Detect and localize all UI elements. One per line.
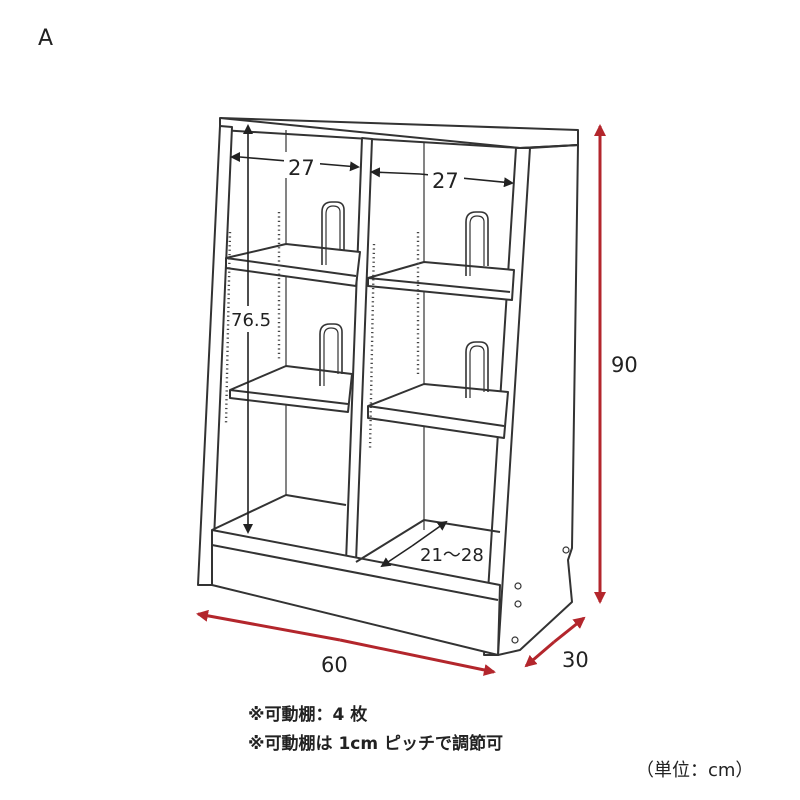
inner-depth-label: 21〜28 <box>420 545 484 566</box>
book-support-2 <box>465 211 489 276</box>
inner-dimensions <box>230 124 514 568</box>
height-label: 90 <box>611 353 638 377</box>
figure-label: A <box>38 26 53 51</box>
book-support-3 <box>319 323 343 386</box>
compartment-width-right-label: 27 <box>432 169 459 193</box>
inner-height-label: 76.5 <box>231 310 271 331</box>
right-side-face <box>497 144 579 656</box>
bookshelf-drawing <box>197 117 579 656</box>
book-support-4 <box>465 341 489 398</box>
note-movable-shelves-pitch: ※可動棚は 1cm ピッチで調節可 <box>248 734 503 754</box>
width-label: 60 <box>321 653 348 677</box>
shelf-right-lower <box>367 383 509 439</box>
depth-label: 30 <box>562 648 589 672</box>
outer-dimensions <box>196 124 606 676</box>
pin-holes <box>224 212 420 451</box>
shelf-left-upper <box>225 243 361 287</box>
compartment-width-left-label: 27 <box>288 156 315 180</box>
book-support-1 <box>321 201 345 265</box>
base-plinth <box>211 529 501 656</box>
center-divider <box>345 137 373 563</box>
unit-label: （単位：cm） <box>636 760 754 781</box>
note-movable-shelves-count: ※可動棚：4 枚 <box>248 705 368 725</box>
shelf-right-upper <box>367 261 515 301</box>
